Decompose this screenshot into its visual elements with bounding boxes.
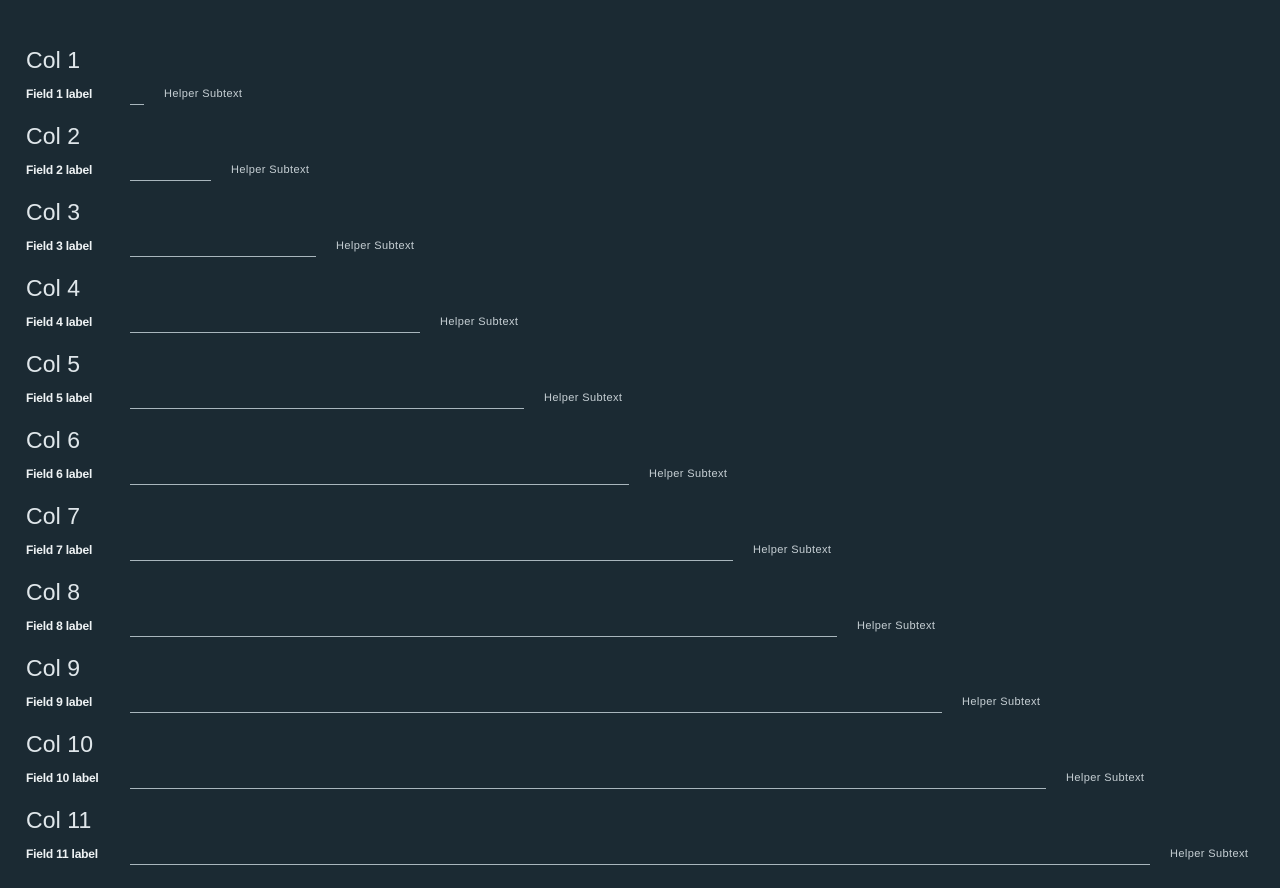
form-group-col-4: Col 4 Field 4 label Helper Subtext — [26, 272, 1280, 348]
field-row: Field 9 label Helper Subtext — [26, 692, 1280, 713]
col-heading: Col 3 — [26, 199, 81, 225]
field-row: Field 1 label Helper Subtext — [26, 84, 1280, 105]
field-label: Field 7 label — [26, 543, 93, 557]
field-8-input[interactable] — [130, 619, 837, 637]
field-label: Field 4 label — [26, 315, 93, 329]
helper-subtext: Helper Subtext — [440, 316, 519, 328]
field-row: Field 6 label Helper Subtext — [26, 464, 1280, 485]
field-label: Field 5 label — [26, 391, 93, 405]
field-label: Field 9 label — [26, 695, 93, 709]
helper-subtext: Helper Subtext — [649, 468, 728, 480]
col-heading: Col 10 — [26, 731, 94, 757]
field-1-input[interactable] — [130, 87, 144, 105]
field-row: Field 7 label Helper Subtext — [26, 540, 1280, 561]
field-row: Field 2 label Helper Subtext — [26, 160, 1280, 181]
field-10-input[interactable] — [130, 771, 1046, 789]
field-label: Field 6 label — [26, 467, 93, 481]
field-11-input[interactable] — [130, 847, 1150, 865]
form-page: Col 1 Field 1 label Helper Subtext Col 2… — [26, 44, 1280, 880]
form-group-col-1: Col 1 Field 1 label Helper Subtext — [26, 44, 1280, 120]
field-label: Field 2 label — [26, 163, 93, 177]
helper-subtext: Helper Subtext — [231, 164, 310, 176]
helper-subtext: Helper Subtext — [164, 88, 243, 100]
form-group-col-10: Col 10 Field 10 label Helper Subtext — [26, 728, 1280, 804]
form-group-col-7: Col 7 Field 7 label Helper Subtext — [26, 500, 1280, 576]
form-group-col-8: Col 8 Field 8 label Helper Subtext — [26, 576, 1280, 652]
form-group-col-2: Col 2 Field 2 label Helper Subtext — [26, 120, 1280, 196]
field-7-input[interactable] — [130, 543, 733, 561]
field-label: Field 1 label — [26, 87, 93, 101]
helper-subtext: Helper Subtext — [1170, 848, 1249, 860]
helper-subtext: Helper Subtext — [1066, 772, 1145, 784]
field-row: Field 11 label Helper Subtext — [26, 844, 1280, 865]
form-group-col-5: Col 5 Field 5 label Helper Subtext — [26, 348, 1280, 424]
field-row: Field 8 label Helper Subtext — [26, 616, 1280, 637]
col-heading: Col 8 — [26, 579, 81, 605]
col-heading: Col 2 — [26, 123, 81, 149]
col-heading: Col 6 — [26, 427, 81, 453]
field-row: Field 5 label Helper Subtext — [26, 388, 1280, 409]
field-row: Field 3 label Helper Subtext — [26, 236, 1280, 257]
field-label: Field 11 label — [26, 847, 98, 861]
field-9-input[interactable] — [130, 695, 942, 713]
helper-subtext: Helper Subtext — [753, 544, 832, 556]
col-heading: Col 4 — [26, 275, 81, 301]
field-label: Field 3 label — [26, 239, 93, 253]
field-3-input[interactable] — [130, 239, 316, 257]
field-5-input[interactable] — [130, 391, 524, 409]
helper-subtext: Helper Subtext — [544, 392, 623, 404]
col-heading: Col 9 — [26, 655, 81, 681]
col-heading: Col 1 — [26, 47, 81, 73]
col-heading: Col 7 — [26, 503, 81, 529]
form-group-col-3: Col 3 Field 3 label Helper Subtext — [26, 196, 1280, 272]
field-2-input[interactable] — [130, 163, 211, 181]
field-label: Field 10 label — [26, 771, 99, 785]
field-4-input[interactable] — [130, 315, 420, 333]
field-row: Field 4 label Helper Subtext — [26, 312, 1280, 333]
helper-subtext: Helper Subtext — [857, 620, 936, 632]
field-label: Field 8 label — [26, 619, 93, 633]
col-heading: Col 11 — [26, 807, 92, 833]
form-group-col-6: Col 6 Field 6 label Helper Subtext — [26, 424, 1280, 500]
field-row: Field 10 label Helper Subtext — [26, 768, 1280, 789]
helper-subtext: Helper Subtext — [336, 240, 415, 252]
col-heading: Col 5 — [26, 351, 81, 377]
form-group-col-11: Col 11 Field 11 label Helper Subtext — [26, 804, 1280, 880]
form-group-col-9: Col 9 Field 9 label Helper Subtext — [26, 652, 1280, 728]
helper-subtext: Helper Subtext — [962, 696, 1041, 708]
field-6-input[interactable] — [130, 467, 629, 485]
